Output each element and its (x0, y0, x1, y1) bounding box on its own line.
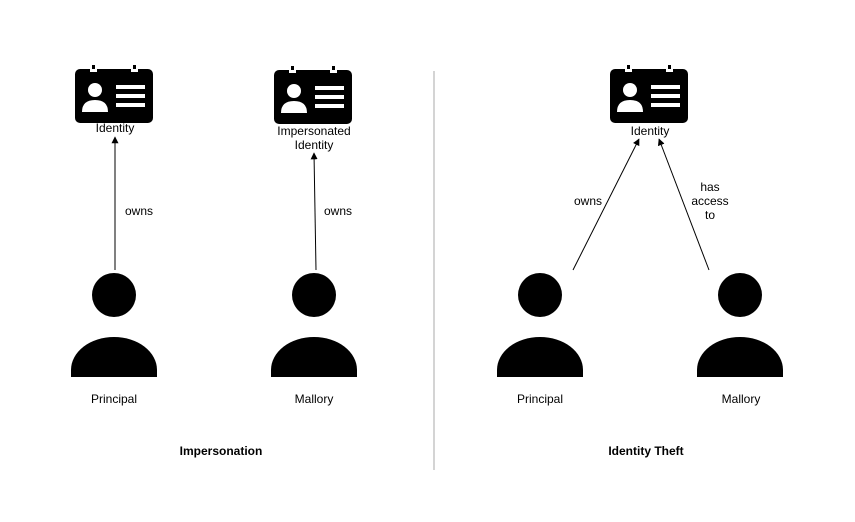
mallory-label: Mallory (294, 392, 334, 406)
has-access-to-line3: to (704, 208, 716, 222)
has-access-to-line2: access (691, 194, 729, 208)
person-icon (71, 273, 157, 377)
id-badge-icon (274, 66, 352, 124)
owns-arrow (310, 152, 318, 271)
owns-edge-label: owns (573, 194, 603, 208)
impersonated-identity-line1: Impersonated (277, 124, 351, 138)
owns-arrow (572, 138, 640, 271)
has-access-arrow (657, 138, 710, 271)
impersonated-identity-line2: Identity (294, 138, 334, 152)
principal-label: Principal (516, 392, 564, 406)
owns-edge-label: owns (124, 204, 154, 218)
identity-theft-caption: Identity Theft (608, 444, 684, 458)
person-icon (497, 273, 583, 377)
impersonated-identity-label: Impersonated Identity (277, 124, 350, 152)
owns-edge-label: owns (323, 204, 353, 218)
id-badge-icon (75, 65, 153, 123)
identity-label: Identity (630, 124, 670, 138)
person-icon (271, 273, 357, 377)
principal-label: Principal (90, 392, 138, 406)
has-access-to-edge-label: has access to (691, 180, 728, 222)
person-icon (697, 273, 783, 377)
id-badge-icon (610, 65, 688, 123)
mallory-label: Mallory (721, 392, 761, 406)
identity-label: Identity (95, 121, 135, 135)
impersonation-caption: Impersonation (179, 444, 263, 458)
has-access-to-line1: has (700, 180, 720, 194)
